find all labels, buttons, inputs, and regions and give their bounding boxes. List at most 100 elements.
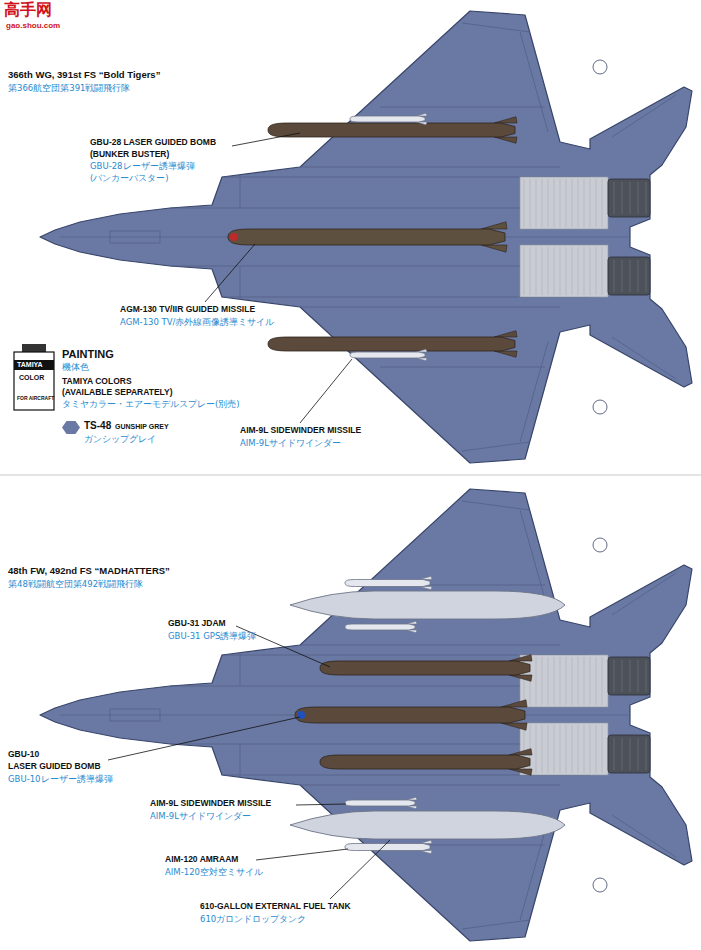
engine-nozzle xyxy=(608,179,650,217)
gear-door xyxy=(110,709,160,721)
panel-line xyxy=(380,107,545,108)
bay-rib xyxy=(554,657,555,705)
nozzle-rib xyxy=(622,660,623,692)
weapon-label-jp: AIM-120空対空ミサイル xyxy=(165,867,263,877)
unit-title-jp: 第366航空団第391戦闘飛行隊 xyxy=(8,83,130,93)
bay-rib xyxy=(524,179,525,227)
weapon-label: GBU-31 JDAM xyxy=(168,618,226,628)
bay-rib xyxy=(584,657,585,705)
engine-bay xyxy=(520,655,608,707)
fin xyxy=(494,351,517,357)
engine-bay xyxy=(520,723,608,775)
bay-rib xyxy=(542,179,543,227)
gbu-31-bomb xyxy=(320,749,532,776)
body xyxy=(268,337,515,351)
fin xyxy=(420,840,433,843)
engine-nozzle xyxy=(608,735,650,773)
nozzle-rib xyxy=(614,660,615,692)
bay-rib xyxy=(560,657,561,705)
bay-rib xyxy=(602,179,603,227)
bay-rib xyxy=(536,725,537,773)
bay-rib xyxy=(602,657,603,705)
fin xyxy=(406,806,417,809)
nozzle-rib xyxy=(646,260,647,292)
bay-rib xyxy=(560,247,561,295)
bay-rib xyxy=(566,179,567,227)
fuel-tank xyxy=(290,811,565,839)
leader-line xyxy=(256,849,348,860)
bay-rib xyxy=(590,247,591,295)
nozzle-rib xyxy=(622,738,623,770)
bay-rib xyxy=(554,725,555,773)
label-holder: GUNSHIP GREY xyxy=(115,423,169,431)
fin xyxy=(416,349,427,352)
body xyxy=(320,755,530,769)
bay-rib xyxy=(584,725,585,773)
seeker xyxy=(230,233,238,241)
label-holder: AIM-9L SIDEWINDER MISSILE xyxy=(150,799,271,809)
label-holder: AGM-130 TV/赤外線画像誘導ミサイル xyxy=(120,318,274,328)
weapon-label: 610-GALLON EXTERNAL FUEL TANK xyxy=(200,901,351,911)
nozzle-rib xyxy=(630,260,631,292)
label-holder: AGM-130 TV/IIR GUIDED MISSILE xyxy=(120,305,255,315)
label-holder: COLOR xyxy=(19,374,44,382)
bay-rib xyxy=(542,657,543,705)
label-holder: GBU-10 xyxy=(8,750,39,760)
panel-line xyxy=(462,442,530,451)
weapon-label: GBU-28 LASER GUIDED BOMB xyxy=(90,137,216,147)
label-holder: 第366航空団第391戦闘飛行隊 xyxy=(8,84,130,94)
leader-line xyxy=(330,840,390,899)
body xyxy=(268,123,515,137)
label-holder: TAMIYA xyxy=(17,361,43,369)
weapon-label-jp: AIM-9Lサイドワインダー xyxy=(240,438,341,448)
bay-rib xyxy=(578,657,579,705)
label-holder: (AVAILABLE SEPARATELY) xyxy=(62,388,173,398)
fin xyxy=(481,245,507,252)
unit-title: 48th FW, 492nd FS “MADHATTERS” xyxy=(8,565,170,576)
fin xyxy=(509,675,532,681)
agm-130-missile xyxy=(228,222,507,252)
label-holder: AIM-120 AMRAAM xyxy=(165,855,238,865)
can-text: TAMIYA xyxy=(17,361,43,368)
weapon-label: LASER GUIDED BOMB xyxy=(8,761,101,771)
label-holder: AIM-9Lサイドワインダー xyxy=(150,812,251,822)
can-cap xyxy=(22,344,46,352)
weapon-label: AGM-130 TV/IIR GUIDED MISSILE xyxy=(120,304,255,314)
bay-rib xyxy=(572,657,573,705)
aim-120-missile xyxy=(345,840,432,853)
bay-rib xyxy=(554,247,555,295)
panel-line xyxy=(170,686,520,687)
panel-line xyxy=(520,32,548,132)
panel-line xyxy=(612,337,676,379)
engine-nozzle xyxy=(608,657,650,695)
panel-line xyxy=(520,342,548,442)
panel-divider xyxy=(0,475,701,476)
body xyxy=(345,580,430,587)
fin xyxy=(481,222,507,229)
label-holder: 366th WG, 391st FS “Bold Tigers” xyxy=(8,70,160,81)
weapon-label-jp: GBU-10レーザー誘導爆弾 xyxy=(8,774,113,784)
nozzle-rib xyxy=(646,738,647,770)
bay-rib xyxy=(560,179,561,227)
body xyxy=(350,116,425,122)
bay-rib xyxy=(560,725,561,773)
bay-rib xyxy=(590,179,591,227)
paint-note: TAMIYA COLORS xyxy=(62,376,132,386)
bay-rib xyxy=(596,179,597,227)
label-holder: gao.shou.com xyxy=(6,21,60,30)
weapon-label: AIM-120 AMRAAM xyxy=(165,854,238,864)
panel-line xyxy=(240,177,241,208)
aim-9l-missile xyxy=(350,349,427,360)
gbu-28-bomb xyxy=(268,117,517,144)
label-holder: FOR AIRCRAFT xyxy=(17,396,54,402)
paint-can xyxy=(14,344,54,410)
insignia xyxy=(593,60,607,74)
nozzle-rib xyxy=(630,738,631,770)
leader-line xyxy=(232,133,300,146)
nozzle-rib xyxy=(630,660,631,692)
body xyxy=(345,844,430,851)
panel-line xyxy=(240,266,241,297)
bay-rib xyxy=(584,247,585,295)
airframe xyxy=(40,489,692,941)
bay-rib xyxy=(548,657,549,705)
